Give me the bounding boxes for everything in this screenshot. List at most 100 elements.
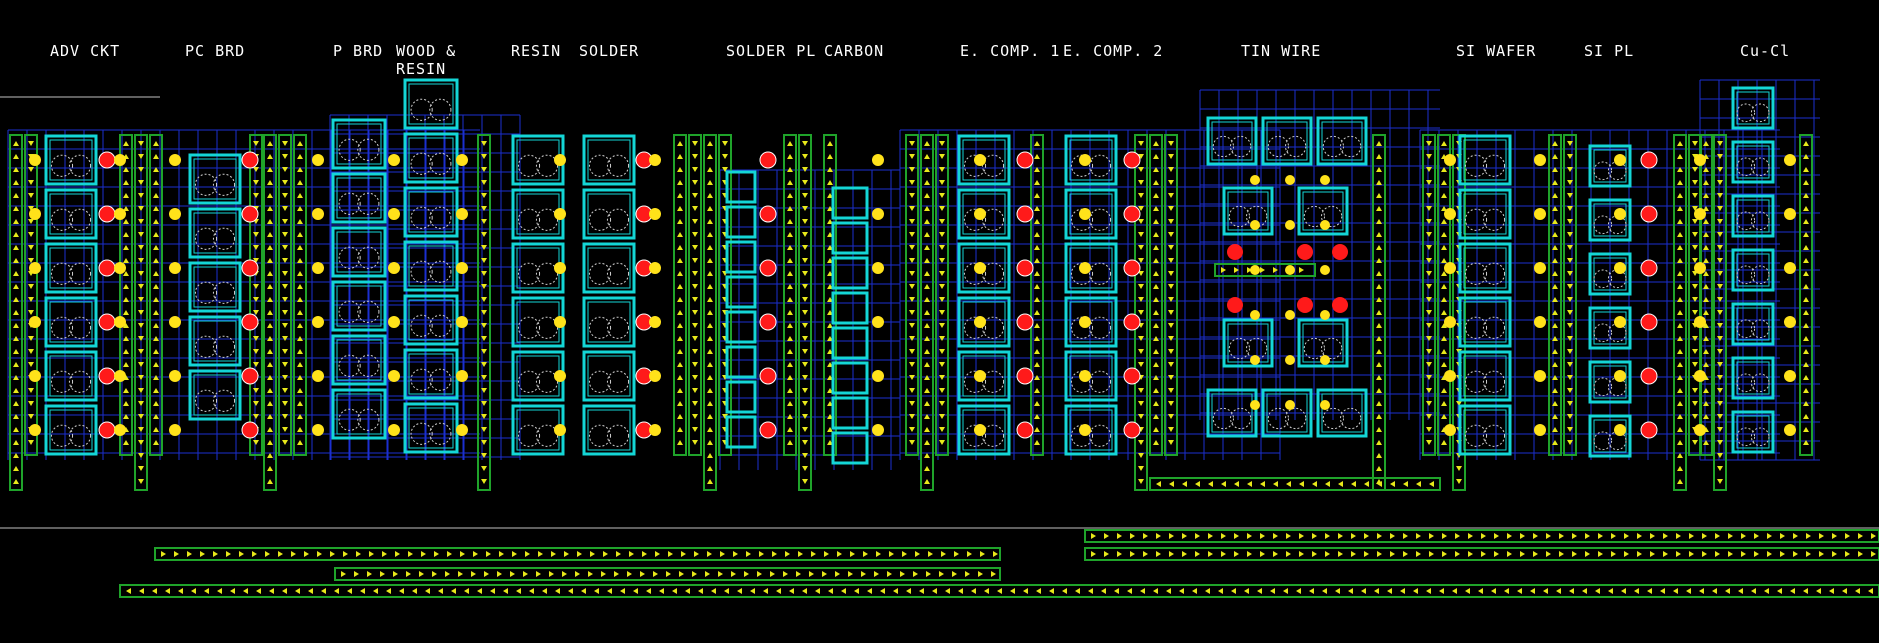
belt-arrow bbox=[1842, 588, 1847, 594]
belt-arrow bbox=[253, 336, 259, 341]
belt-arrow bbox=[1426, 219, 1432, 224]
belt-arrow bbox=[1348, 588, 1353, 594]
machine-gear bbox=[1464, 154, 1488, 177]
machine-gear bbox=[338, 246, 361, 269]
belt-arrow bbox=[1426, 245, 1432, 250]
small-machine bbox=[831, 361, 869, 395]
machine-box bbox=[582, 242, 636, 294]
machine-box bbox=[44, 296, 98, 348]
belt-arrow bbox=[824, 551, 829, 557]
belt-arrow bbox=[1182, 481, 1187, 487]
belt-arrow bbox=[1247, 551, 1252, 557]
belt-arrow bbox=[707, 180, 713, 185]
belt-arrow bbox=[1567, 284, 1573, 289]
belt-arrow bbox=[802, 349, 808, 354]
junction-node bbox=[974, 154, 986, 166]
belt-arrow bbox=[282, 588, 287, 594]
belt-arrow bbox=[802, 284, 808, 289]
splitter-disc bbox=[1123, 151, 1141, 169]
junction-node bbox=[1320, 220, 1330, 230]
belt-arrow bbox=[1153, 401, 1159, 406]
machine-box bbox=[403, 78, 459, 130]
belt-arrow bbox=[481, 466, 487, 471]
belt-arrow bbox=[802, 453, 808, 458]
splitter-disc bbox=[241, 205, 259, 223]
belt-arrow bbox=[1650, 533, 1655, 539]
belt-arrow bbox=[1426, 206, 1432, 211]
vertical-belt bbox=[293, 134, 307, 456]
belt-arrow bbox=[1153, 588, 1158, 594]
belt-arrow bbox=[204, 588, 209, 594]
junction-node bbox=[169, 424, 181, 436]
machine-inner bbox=[587, 247, 631, 289]
junction-node bbox=[114, 262, 126, 274]
belt-arrow bbox=[1153, 349, 1159, 354]
belt-arrow bbox=[1715, 551, 1720, 557]
belt-arrow bbox=[153, 362, 159, 367]
belt-arrow bbox=[787, 388, 793, 393]
belt-arrow bbox=[1703, 232, 1709, 237]
belt-arrow bbox=[1182, 551, 1187, 557]
belt-arrow bbox=[153, 414, 159, 419]
belt-arrow bbox=[909, 414, 915, 419]
belt-arrow bbox=[1494, 551, 1499, 557]
horizontal-belt bbox=[1084, 529, 1879, 543]
belt-arrow bbox=[138, 167, 144, 172]
belt-arrow bbox=[993, 551, 998, 557]
belt-arrow bbox=[1567, 141, 1573, 146]
belt-arrow bbox=[802, 375, 808, 380]
belt-arrow bbox=[13, 440, 19, 445]
belt-arrow bbox=[1104, 551, 1109, 557]
belt-arrow bbox=[1426, 375, 1432, 380]
belt-arrow bbox=[815, 588, 820, 594]
belt-arrow bbox=[481, 375, 487, 380]
belt-arrow bbox=[1426, 388, 1432, 393]
belt-arrow bbox=[627, 571, 632, 577]
belt-arrow bbox=[28, 440, 34, 445]
belt-arrow bbox=[1286, 481, 1291, 487]
belt-arrow bbox=[473, 551, 478, 557]
belt-arrow bbox=[1677, 284, 1683, 289]
belt-arrow bbox=[1703, 362, 1709, 367]
belt-arrow bbox=[1351, 481, 1356, 487]
belt-arrow bbox=[138, 284, 144, 289]
machine-gear bbox=[338, 192, 361, 215]
column-label-adv-ckt: ADV CKT bbox=[50, 42, 121, 60]
machine-box bbox=[1458, 134, 1512, 186]
machine-gear bbox=[357, 192, 380, 215]
belt-arrow bbox=[1168, 193, 1174, 198]
belt-arrow bbox=[1169, 533, 1174, 539]
belt-arrow bbox=[575, 571, 580, 577]
belt-arrow bbox=[1717, 323, 1723, 328]
machine-gear bbox=[357, 354, 380, 377]
belt-arrow bbox=[1138, 258, 1144, 263]
belt-arrow bbox=[707, 323, 713, 328]
machine-box bbox=[1261, 388, 1313, 438]
machine-box bbox=[331, 118, 387, 170]
machine-inner bbox=[49, 247, 93, 289]
belt-arrow bbox=[722, 154, 728, 159]
splitter-disc bbox=[1123, 205, 1141, 223]
machine-box bbox=[44, 242, 98, 294]
belt-arrow bbox=[484, 571, 489, 577]
junction-node bbox=[456, 154, 468, 166]
belt-arrow bbox=[1234, 267, 1239, 273]
belt-arrow bbox=[1598, 551, 1603, 557]
splitter-disc bbox=[1640, 421, 1658, 439]
belt-arrow bbox=[1400, 588, 1405, 594]
belt-arrow bbox=[1403, 551, 1408, 557]
machine-inner bbox=[1463, 301, 1507, 343]
junction-node bbox=[29, 208, 41, 220]
belt-arrow bbox=[123, 206, 129, 211]
belt-arrow bbox=[1153, 167, 1159, 172]
belt-arrow bbox=[282, 284, 288, 289]
belt-arrow bbox=[677, 206, 683, 211]
belt-arrow bbox=[153, 401, 159, 406]
belt-arrow bbox=[123, 401, 129, 406]
junction-node bbox=[554, 262, 566, 274]
belt-arrow bbox=[1552, 297, 1558, 302]
belt-arrow bbox=[1692, 193, 1698, 198]
belt-arrow bbox=[1567, 180, 1573, 185]
belt-arrow bbox=[620, 588, 625, 594]
belt-arrow bbox=[588, 571, 593, 577]
